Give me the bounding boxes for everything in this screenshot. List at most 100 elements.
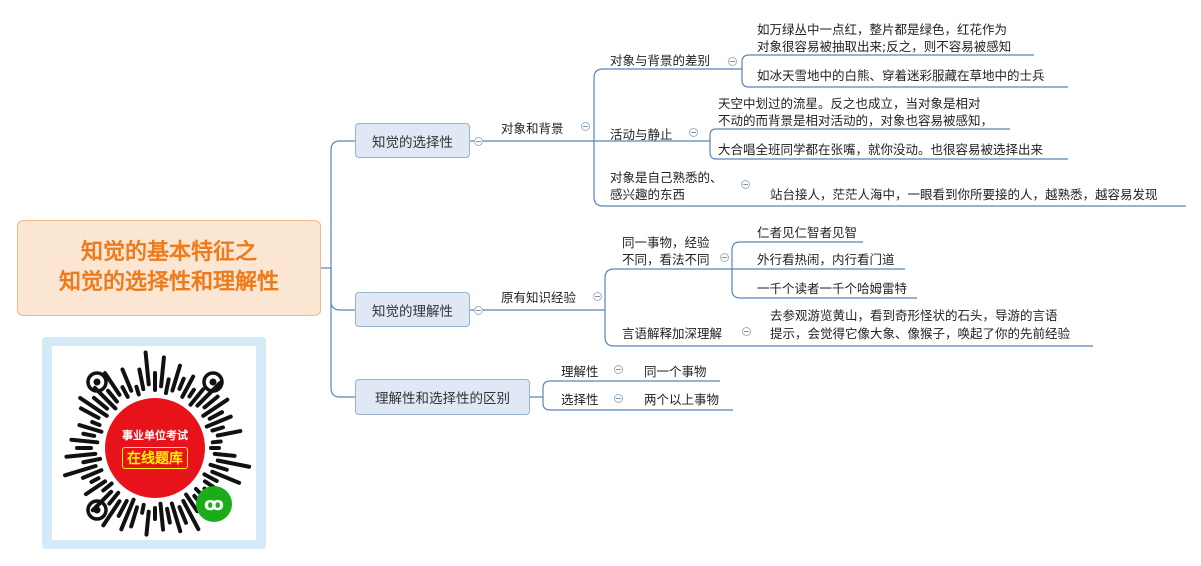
qr-code-bar (80, 468, 104, 480)
qr-code-bar (69, 437, 100, 445)
collapse-toggle-icon[interactable] (581, 122, 590, 131)
qr-code-bar (158, 501, 166, 532)
example-text-line: 仁者见仁智者见智 (757, 225, 858, 240)
example-text-line: 去参观游览黄山，看到奇形怪状的石头，导游的言语 (770, 308, 1058, 323)
qr-code-bar (208, 462, 229, 472)
topic-familiar-line[interactable]: 感兴趣的东西 (610, 187, 686, 202)
example-text-line: 不动的而背景是相对活动的，对象也容易被感知， (718, 113, 994, 128)
topic-object-background[interactable]: 对象和背景 (501, 121, 564, 136)
qr-center-badge: 事业单位考试 在线题库 (105, 398, 205, 498)
qr-code-bar (210, 439, 223, 445)
qr-code-bar (90, 419, 102, 428)
topic-different-views-line[interactable]: 同一事物，经验 (622, 235, 710, 250)
root-title-line1: 知觉的基本特征之 (80, 240, 257, 265)
qr-code-bar (202, 472, 219, 483)
qr-finder-ring (86, 371, 108, 393)
qr-code-bar (169, 501, 183, 534)
qr-code-bar (140, 502, 146, 515)
qr-code-bar (215, 429, 243, 438)
qr-code-bar (144, 509, 151, 537)
qr-code-bar (101, 499, 122, 528)
topic-language-explanation[interactable]: 言语解释加深理解 (622, 326, 723, 341)
qr-code-bar (129, 505, 140, 529)
example-text-line: 站台接人，茫茫人海中，一眼看到你所要接的人，越熟悉，越容易发现 (770, 187, 1158, 202)
qr-badge-line2: 在线题库 (122, 447, 188, 469)
example-text-line: 一千个读者一千个哈姆雷特 (757, 281, 908, 296)
node-selectivity-label: 知觉的选择性 (372, 134, 453, 151)
collapse-toggle-icon[interactable] (614, 394, 623, 403)
qr-code-bar (188, 387, 206, 407)
topic-familiar-line[interactable]: 对象是自己熟悉的、 (610, 170, 723, 185)
qr-code-bar (134, 384, 141, 397)
node-understanding[interactable]: 知觉的理解性 (355, 292, 470, 327)
example-text-line: 大合唱全班同学都在张嘴，就你没动。也很容易被选择出来 (718, 142, 1044, 157)
qr-code-bar (120, 385, 130, 399)
qr-code-bar (181, 498, 201, 532)
qr-code-bar (77, 423, 104, 434)
example-text-line: 对象很容易被抽取出来;反之，则不容易被感知 (757, 39, 1012, 54)
qr-code-bar (202, 394, 220, 410)
qr-code-bar (207, 410, 225, 421)
qr-code-bar (101, 481, 114, 493)
qr-code-bar (210, 425, 225, 433)
collapse-toggle-icon[interactable] (720, 253, 729, 262)
qr-code-bar (204, 414, 233, 429)
node-understanding-label: 知觉的理解性 (372, 303, 453, 320)
example-text-line: 外行看热闹，内行看门道 (757, 252, 895, 267)
collapse-toggle-icon[interactable] (593, 292, 602, 301)
qr-code-bar (215, 458, 252, 469)
qr-code-bar (81, 456, 103, 465)
topic-motion-stillness[interactable]: 活动与静止 (610, 127, 673, 142)
collapse-toggle-icon[interactable] (474, 137, 483, 146)
qr-code-bar (137, 367, 146, 392)
example-text-line: 如冰天雪地中的白熊、穿着迷彩服藏在草地中的士兵 (757, 68, 1045, 83)
qr-code-bar (159, 355, 166, 389)
qr-code-bar (165, 506, 172, 525)
qr-code-bar (180, 374, 196, 399)
qr-code-bar (116, 498, 129, 518)
qr-code-bar (102, 371, 122, 397)
root-title-line2: 知觉的选择性和理解性 (58, 270, 279, 295)
term-selectivity[interactable]: 选择性 (561, 392, 599, 407)
qr-code-bar (107, 490, 121, 506)
collapse-toggle-icon[interactable] (474, 306, 483, 315)
example-text-line: 天空中划过的流星。反之也成立，当对象是相对 (718, 96, 981, 111)
qr-code-bar (177, 376, 186, 391)
qr-code-bar (78, 406, 101, 420)
qr-finder-dot (93, 506, 101, 514)
collapse-toggle-icon[interactable] (689, 128, 698, 137)
qr-finder-ring (202, 371, 224, 393)
qr-code-bar (143, 350, 151, 387)
qr-code-bar (78, 395, 109, 418)
qr-code-bar (91, 395, 110, 411)
collapse-toggle-icon[interactable] (614, 365, 623, 374)
topic-different-views-line[interactable]: 不同，看法不同 (622, 252, 710, 267)
topic-object-bg-difference[interactable]: 对象与背景的差别 (610, 53, 711, 68)
qr-code-bar (210, 469, 242, 485)
qr-code-bar (63, 463, 98, 478)
desc-multiple-things: 两个以上事物 (644, 392, 720, 407)
node-difference[interactable]: 理解性和选择性的区别 (355, 379, 530, 415)
mini-program-logo-icon: ꝏ (196, 486, 232, 522)
desc-same-thing: 同一个事物 (644, 364, 707, 379)
topic-prior-knowledge[interactable]: 原有知识经验 (501, 290, 577, 305)
qr-code-bar (89, 476, 101, 484)
term-understanding[interactable]: 理解性 (561, 364, 599, 379)
qr-code-bar (201, 397, 230, 418)
qr-code-bar (119, 497, 136, 532)
qr-code-bar (64, 451, 98, 459)
node-difference-label: 理解性和选择性的区别 (375, 391, 510, 407)
qr-code-bar (81, 431, 97, 438)
qr-code-bar (83, 479, 108, 497)
collapse-toggle-icon[interactable] (741, 180, 750, 189)
qr-code-bar (106, 388, 119, 404)
qr-finder-ring (86, 499, 108, 521)
example-text-line: 提示，会觉得它像大象、像猴子，唤起了你的先前经验 (770, 326, 1071, 341)
qr-code-bar (120, 367, 134, 393)
collapse-toggle-icon[interactable] (728, 57, 737, 66)
node-selectivity[interactable]: 知觉的选择性 (355, 123, 470, 158)
qr-finder-dot (209, 378, 217, 386)
collapse-toggle-icon[interactable] (742, 327, 751, 336)
